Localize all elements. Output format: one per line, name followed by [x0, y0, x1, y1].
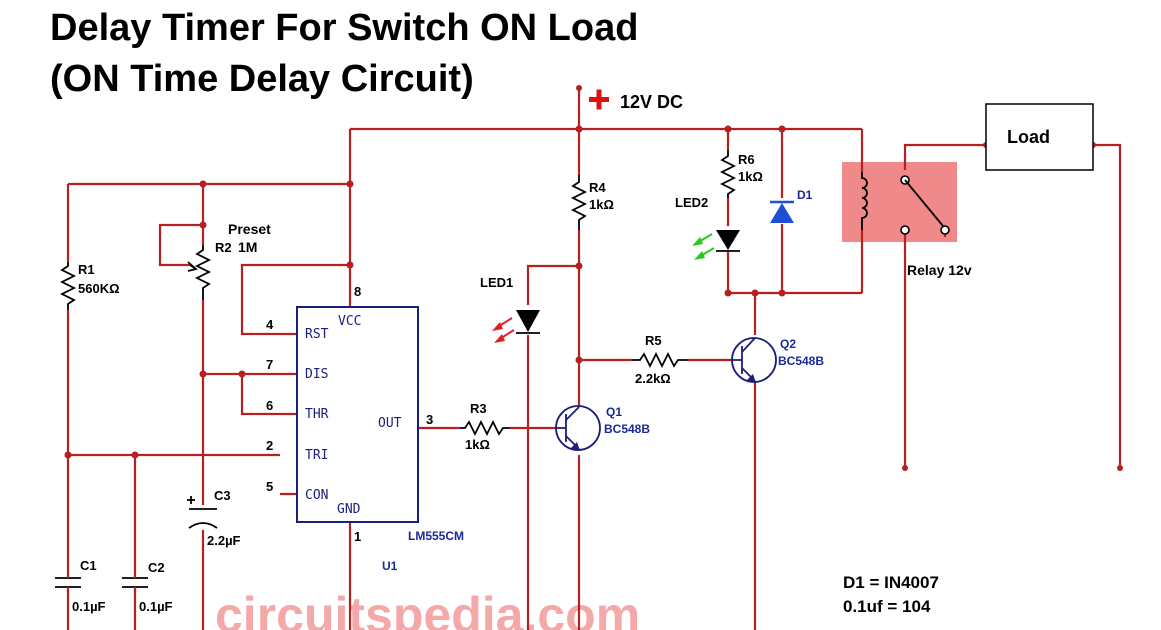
resistor-r1: [59, 262, 77, 310]
capacitor-c3: [187, 496, 218, 529]
resistor-r4: [570, 175, 588, 230]
led1: [492, 310, 540, 343]
r5-value: 2.2kΩ: [635, 371, 671, 386]
led2-ref: LED2: [675, 195, 708, 210]
pin-1-num: 1: [354, 529, 361, 544]
pin-8-num: 8: [354, 284, 361, 299]
capacitor-c2: [122, 568, 148, 592]
load-box: [985, 103, 1094, 171]
ic-555: [296, 306, 419, 523]
c1-ref: C1: [80, 558, 97, 573]
title-line-2: (ON Time Delay Circuit): [50, 58, 474, 100]
r3-value: 1kΩ: [465, 437, 490, 452]
r4-value: 1kΩ: [589, 197, 614, 212]
r3-ref: R3: [470, 401, 487, 416]
c3-ref: C3: [214, 488, 231, 503]
r2-ref: R2: [215, 240, 232, 255]
r2-value: 1M: [238, 239, 257, 255]
r1-ref: R1: [78, 262, 95, 277]
c2-value: 0.1µF: [139, 599, 173, 614]
c1-value: 0.1µF: [72, 599, 106, 614]
relay-contacts: [900, 175, 950, 235]
led2: [692, 230, 740, 260]
transistor-q2: [731, 337, 777, 383]
ic-part: LM555CM: [408, 529, 464, 543]
resistor-r5: [632, 351, 688, 369]
r1-value: 560KΩ: [78, 281, 120, 296]
pin-vcc: VCC: [338, 314, 361, 329]
pin-7-num: 7: [266, 357, 273, 372]
ic-ref: U1: [382, 559, 398, 573]
resistor-r6: [719, 150, 737, 198]
capacitor-c1: [55, 568, 81, 592]
pin-6-num: 6: [266, 398, 273, 413]
q1-ref: Q1: [606, 405, 622, 419]
transistor-q1: [555, 405, 601, 451]
resistor-r3: [460, 419, 510, 437]
diode-d1: [770, 200, 794, 223]
wires: [66, 88, 1122, 630]
pin-gnd: GND: [337, 502, 361, 517]
relay-coil: [861, 172, 868, 230]
pin-5-num: 5: [266, 479, 273, 494]
pin-3-num: 3: [426, 412, 433, 427]
pin-out: OUT: [378, 416, 402, 431]
d1-ref: D1: [797, 188, 813, 202]
r2-label: Preset: [228, 221, 271, 237]
note-d1: D1 = IN4007: [843, 573, 939, 592]
pin-2-num: 2: [266, 438, 273, 453]
pin-4-num: 4: [266, 317, 274, 332]
preset-r2: [187, 245, 212, 300]
r6-ref: R6: [738, 152, 755, 167]
c2-ref: C2: [148, 560, 165, 575]
r6-value: 1kΩ: [738, 169, 763, 184]
relay-label: Relay 12v: [907, 262, 972, 278]
pin-dis: DIS: [305, 367, 328, 382]
supply-label: 12V DC: [620, 92, 683, 112]
c3-value: 2.2µF: [207, 533, 241, 548]
note-cap: 0.1uf = 104: [843, 597, 931, 616]
pin-tri: TRI: [305, 448, 328, 463]
pin-con: CON: [305, 488, 328, 503]
r4-ref: R4: [589, 180, 606, 195]
relay-highlight: [842, 162, 957, 242]
pin-rst: RST: [305, 327, 329, 342]
title-line-1: Delay Timer For Switch ON Load: [50, 7, 639, 49]
led1-ref: LED1: [480, 275, 513, 290]
q1-part: BC548B: [604, 422, 650, 436]
plus-icon: [589, 89, 609, 110]
pin-thr: THR: [305, 407, 329, 422]
q2-part: BC548B: [778, 354, 824, 368]
load-label: Load: [1007, 127, 1050, 147]
junctions: [64, 85, 1123, 471]
r5-ref: R5: [645, 333, 662, 348]
watermark: circuitspedia.com: [215, 587, 640, 630]
q2-ref: Q2: [780, 337, 796, 351]
